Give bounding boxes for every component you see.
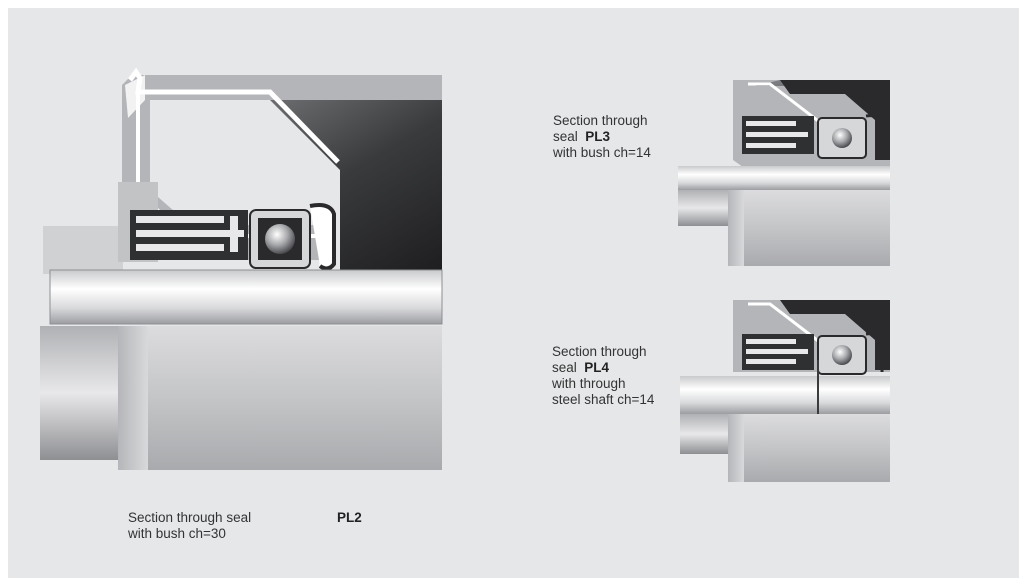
pl3-caption-line2: seal PL3 <box>553 129 651 145</box>
pl4-caption-line3: with through <box>552 376 626 391</box>
pl2-flange <box>43 226 123 274</box>
pl2-code: PL2 <box>337 510 362 525</box>
pl2-shaft <box>50 270 442 324</box>
pl3-shaft <box>678 166 890 190</box>
pl4-code: PL4 <box>584 360 610 375</box>
pl2-bearing <box>249 209 311 269</box>
pl4-housing-core <box>780 300 890 370</box>
pl3-body <box>744 190 890 266</box>
pl2-seal-ring <box>309 203 336 271</box>
pl2-body <box>148 326 442 470</box>
pl2-labyrinth <box>130 210 248 260</box>
pl3-housing-core <box>780 80 890 160</box>
pl4-caption-line2: seal PL4 <box>552 360 654 376</box>
pl2-lip-line <box>128 67 340 164</box>
pl3-caption-line3: with bush ch=14 <box>553 145 651 160</box>
pl3-hub <box>678 190 728 226</box>
pl3-labyrinth <box>742 116 814 154</box>
pl4-body <box>744 414 890 482</box>
pl2-housing-dark <box>150 100 442 270</box>
pl2-drawing <box>40 67 443 470</box>
pl3-bearing <box>817 117 867 159</box>
pl3-caption-prefix: seal <box>553 129 578 144</box>
pl2-hub-step <box>118 326 148 470</box>
pl3-caption: Section through seal PL3 with bush ch=14 <box>553 113 651 161</box>
pl2-caption-line1: Section through seal <box>128 510 252 525</box>
pl4-caption: Section through seal PL4 with through st… <box>552 344 654 408</box>
pl4-bearing <box>817 335 867 375</box>
pl4-labyrinth <box>742 334 814 370</box>
pl4-caption-line4: steel shaft ch=14 <box>552 392 655 407</box>
pl4-caption-line1: Section through <box>552 344 647 359</box>
pl4-shaft <box>680 376 890 414</box>
pl4-caption-prefix: seal <box>552 360 577 375</box>
pl2-hub <box>40 326 122 460</box>
pl4-hub <box>680 414 728 454</box>
pl3-seal-ring <box>865 114 884 158</box>
pl3-drawing <box>678 80 890 266</box>
pl3-lip-line <box>748 82 831 132</box>
pl3-caption-line1: Section through <box>553 113 648 128</box>
pl4-seal-ring <box>865 332 884 372</box>
pl2-caption-line2: with bush ch=30 <box>128 526 226 541</box>
pl4-drawing <box>680 300 890 482</box>
pl3-hub-step <box>728 190 744 266</box>
pl3-code: PL3 <box>585 129 611 144</box>
pl4-hub-step <box>728 414 744 482</box>
pl2-caption: Section through seal with bush ch=30 <box>128 510 251 542</box>
